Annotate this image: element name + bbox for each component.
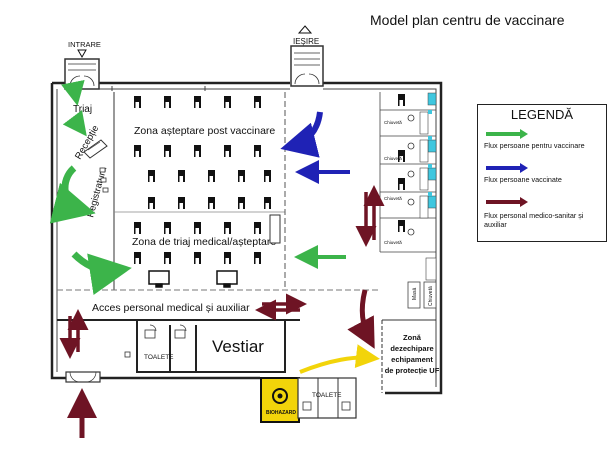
- legend-title: LEGENDĂ: [510, 107, 574, 122]
- green-flow-arrows: [49, 79, 346, 296]
- booth-masa: [419, 111, 437, 281]
- staff-entrance: [65, 371, 101, 383]
- booth-biohazard-icons: [407, 114, 415, 236]
- vestiar-label: Vestiar: [212, 337, 264, 356]
- zona-dezechipare: Zonă dezechipare echipament de protecție…: [381, 319, 440, 393]
- biohazard-bin: BIOHAZARD: [260, 377, 300, 423]
- vaccination-booths: [379, 92, 436, 253]
- outer-walls: [50, 81, 443, 395]
- triaj-label: Triaj: [73, 104, 92, 115]
- legend-item-green: Flux persoane pentru vaccinare: [484, 141, 585, 150]
- lower-toilets: TOALETE: [297, 377, 357, 419]
- dezechipare-line-2: dezechipare: [390, 344, 433, 353]
- chiuveta-label: Chiuvetă: [428, 286, 434, 306]
- legend-blue-arrow-icon: [486, 163, 528, 173]
- chiuveta-label: Chiuvetă: [384, 120, 402, 125]
- booth-chiuveta-labels: Chiuvetă Chiuvetă Chiuvetă Chiuvetă: [384, 120, 402, 245]
- exit: IEȘIRE: [290, 25, 324, 87]
- dezechipare-line-1: Zonă: [403, 333, 422, 342]
- right-lower-furniture: Masă Chiuvetă: [407, 281, 437, 309]
- acces-personal-label: Acces personal medical și auxiliar: [92, 302, 250, 314]
- dezechipare-line-4: de protecție UF: [385, 366, 440, 375]
- chiuveta-label: Chiuvetă: [384, 156, 402, 161]
- triage-monitors: [148, 270, 238, 288]
- chiuveta-label: Chiuvetă: [384, 240, 402, 245]
- toalete-lower-label: TOALETE: [312, 392, 342, 399]
- legend: LEGENDĂ Flux persoane pentru vaccinare F…: [477, 104, 607, 242]
- exit-arrow-icon: [297, 25, 313, 34]
- maroon-flow-arrows: [59, 185, 385, 438]
- reception: Recepție Registratura Triaj: [73, 104, 109, 219]
- biohazard-icon: [272, 388, 288, 404]
- yellow-flow-arrow: [299, 344, 380, 374]
- toalete-label: TOALETE: [144, 354, 174, 361]
- entrance: INTRARE: [64, 40, 101, 90]
- booth-chairs: [398, 94, 405, 232]
- masa-label: Masă: [412, 288, 418, 300]
- blue-flow-arrows: [280, 111, 350, 184]
- legend-green-arrow-icon: [486, 129, 528, 139]
- entrance-arrow-icon: [77, 49, 87, 59]
- exit-label: IEȘIRE: [293, 37, 319, 46]
- legend-item-blue: Flux persoane vaccinate: [484, 175, 562, 184]
- plan-title: Model plan centru de vaccinare: [370, 12, 565, 28]
- legend-maroon-arrow-icon: [486, 197, 528, 207]
- toalete-room: TOALETE: [144, 324, 187, 361]
- zona-triaj-label: Zona de triaj medical/așteptare: [132, 236, 276, 248]
- biohazard-label: BIOHAZARD: [266, 410, 296, 416]
- chiuveta-label: Chiuvetă: [384, 196, 402, 201]
- legend-item-maroon: Flux personal medico-sanitar și auxiliar: [484, 211, 584, 229]
- triage-desk: [269, 214, 281, 244]
- entrance-label: INTRARE: [68, 40, 101, 49]
- dezechipare-line-3: echipament: [391, 355, 433, 364]
- zona-asteptare-label: Zona așteptare post vaccinare: [134, 125, 275, 137]
- booth-cyan-dividers: [428, 110, 432, 196]
